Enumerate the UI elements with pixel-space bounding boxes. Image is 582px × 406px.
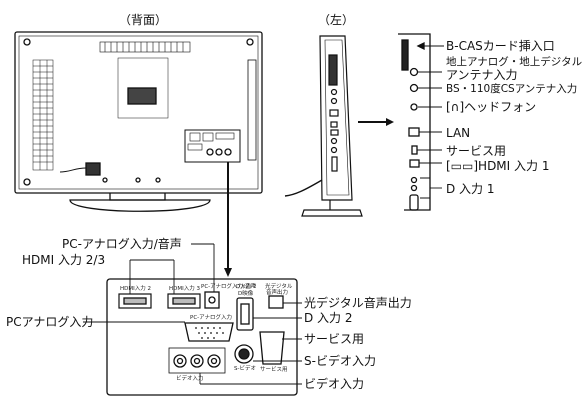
hdmi-23-label: HDMI 入力 2/3 (22, 253, 106, 267)
panel-service-text: サービス用 (260, 367, 288, 373)
rear-view-title: （背面） (119, 13, 168, 27)
rear-connector-panel (83, 243, 302, 396)
panel-pc-audio-text: PC-アナログ入力/音声 (201, 284, 256, 290)
terrestrial-antenna-label-1: 地上アナログ・地上デジタル (446, 56, 582, 68)
panel-pc-text: PC-アナログ入力 (190, 315, 233, 321)
tv-side-view (284, 35, 363, 217)
panel-hdmi3-text: HDMI入力 3 (169, 286, 200, 292)
pc-analog-audio-label: PC-アナログ入力/音声 (62, 237, 182, 251)
side-view-title: （左） (318, 13, 355, 27)
s-video-label: S-ビデオ入力 (304, 354, 376, 368)
rear-top-vents (99, 41, 191, 53)
panel-hdmi2-text: HDMI入力 2 (120, 286, 151, 292)
lan-label: LAN (446, 126, 471, 140)
video-in-label: ビデオ入力 (304, 377, 365, 391)
panel-s-video-text: S-ビデオ (234, 366, 256, 372)
d-input1-label: D 入力 1 (446, 182, 495, 196)
rear-left-vent (32, 59, 54, 171)
optical-out-label: 光デジタル音声出力 (304, 296, 412, 310)
service-side-label: サービス用 (446, 144, 507, 158)
service-rear-label: サービス用 (304, 332, 365, 346)
panel-optical-sub-text: 音声出力 (266, 290, 289, 296)
d-input2-label: D 入力 2 (304, 311, 353, 325)
panel-optical-text: 光デジタル (265, 284, 293, 290)
bcas-slot-label: B-CASカード挿入口 (446, 39, 555, 53)
panel-video-text: ビデオ入力 (176, 376, 204, 382)
panel-d2-text: D入力 2 (236, 284, 257, 290)
connector-diagram (14, 31, 444, 396)
bs-cs-antenna-label: BS・110度CSアンテナ入力 (446, 83, 578, 95)
side-zoom-panel (398, 33, 444, 211)
panel-d2-sub-text: D映像 (238, 291, 254, 297)
tv-rear-view (14, 31, 263, 212)
headphone-label: [∩]ヘッドフォン (446, 100, 537, 114)
terrestrial-antenna-label-2: アンテナ入力 (446, 68, 518, 82)
pc-analog-label: PCアナログ入力 (6, 315, 94, 329)
hdmi1-label: [▭▭]HDMI 入力 1 (446, 159, 550, 173)
